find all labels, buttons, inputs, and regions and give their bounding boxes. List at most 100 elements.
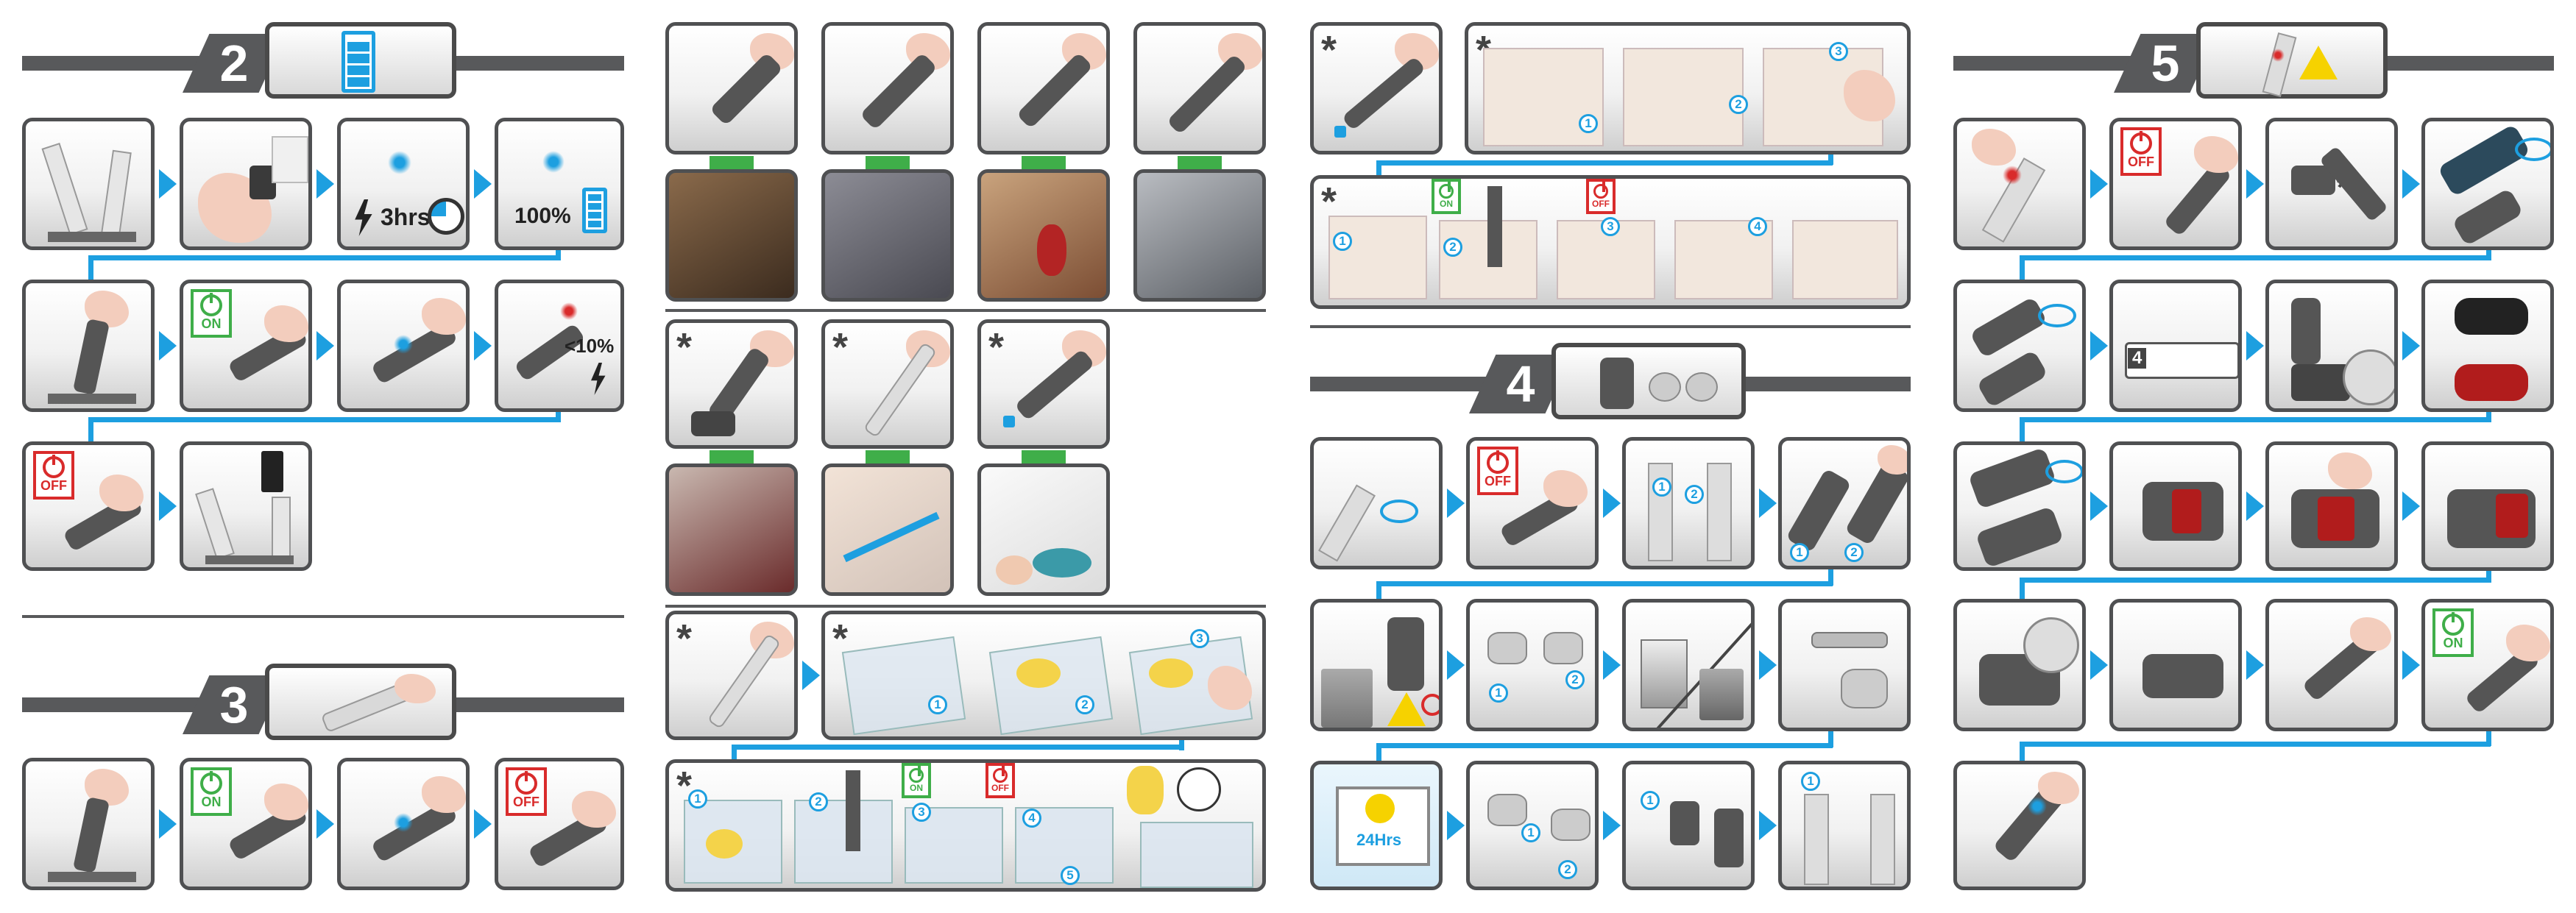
step-number: 1: [1333, 232, 1352, 251]
eye-icon: [2515, 138, 2550, 161]
indicator-light-icon: [388, 151, 411, 174]
flow-connector: [2486, 250, 2491, 260]
step-panel-insert-filter: 1: [1622, 761, 1755, 890]
accessory-panel-brush: [821, 22, 954, 154]
indicator-light-icon: [394, 813, 413, 832]
step-panel-bag-seal-sequence: * 1 ON 2 OFF 3 4: [1310, 175, 1911, 309]
flow-connector: [1376, 581, 1833, 586]
flow-connector: [2486, 571, 2491, 583]
optional-mark: *: [988, 325, 1005, 369]
step-arrow: [1447, 650, 1465, 680]
step-number: 5: [1061, 866, 1080, 885]
step-panel-plug-charger: [180, 118, 312, 250]
step-panel-switch-on: ON: [2421, 599, 2554, 731]
step-panel-inspect-tool: [1953, 280, 2086, 412]
power-on-indicator: ON: [191, 767, 232, 816]
section-divider: [665, 605, 1266, 608]
optional-mark: *: [832, 617, 849, 661]
step-arrow: [159, 491, 177, 521]
step-badge-count: 4: [2128, 348, 2147, 369]
full-charge-label: 100%: [514, 204, 571, 228]
step-panel-brush-head-closed: [2421, 441, 2554, 571]
flow-connector: [1179, 740, 1184, 750]
charge-time-label: 3hrs: [381, 204, 431, 230]
flow-connector: [2486, 731, 2491, 746]
flow-connector: [2486, 412, 2491, 422]
lightning-icon: [355, 199, 372, 236]
step-arrow: [1447, 489, 1465, 518]
step-arrow: [2090, 650, 2108, 680]
flow-connector: [732, 745, 737, 759]
step-number: 2: [1565, 670, 1585, 689]
flow-connector: [732, 745, 1183, 750]
step-panel-indicator-blue: [337, 280, 470, 412]
step-arrow: [2246, 491, 2264, 521]
eye-icon: [2038, 304, 2076, 327]
step-number: 3: [1829, 42, 1848, 61]
step-number: 1: [1489, 683, 1508, 703]
accessory-panel-motorized-brush: *: [665, 319, 798, 449]
step-panel-check-dust: [1310, 437, 1443, 569]
step-number: 3: [1190, 629, 1209, 648]
step-panel-inspect-blockage: [2421, 118, 2554, 250]
indicator-light-red-icon: [560, 302, 578, 320]
step-arrow: [316, 809, 334, 839]
step-panel-switch-off: OFF: [495, 758, 624, 890]
pairing-bar: [710, 156, 754, 171]
section-divider: [22, 615, 624, 618]
optional-mark: *: [676, 325, 693, 369]
step-arrow: [1447, 811, 1465, 840]
step-arrow: [316, 169, 334, 199]
step-panel-inspect-brush-head: [1953, 441, 2086, 571]
step-arrow: [1603, 650, 1621, 680]
flow-connector: [1376, 581, 1381, 599]
step-panel-low-battery: <10%: [495, 280, 624, 412]
step-panel-clear-filters: 4: [2109, 280, 2242, 412]
step-number: 1: [1790, 543, 1809, 562]
dry-time-label: 24Hrs: [1356, 831, 1402, 849]
flow-connector: [556, 412, 561, 422]
step-panel-switch-on: ON: [180, 280, 312, 412]
step-arrow: [1603, 489, 1621, 518]
step-panel-dry-24hrs: 24Hrs: [1310, 761, 1443, 890]
flow-connector: [1376, 743, 1833, 748]
flow-connector: [2020, 742, 2491, 747]
step-number: 3: [1601, 217, 1620, 236]
step-panel-refit-brush-bar: [1953, 599, 2086, 731]
step-panel-switch-on: ON: [180, 758, 312, 890]
step-arrow: [2402, 650, 2420, 680]
usage-photo-sofa: [1133, 169, 1266, 302]
step-arrow: [1759, 650, 1777, 680]
flow-connector: [1376, 743, 1381, 761]
step-panel-charge-time: 3hrs: [337, 118, 470, 250]
optional-mark: *: [1321, 28, 1337, 72]
step-panel-refit-filters: 1 2: [1466, 761, 1599, 890]
step-arrow: [159, 331, 177, 360]
pairing-bar: [1178, 156, 1222, 171]
step-panel-remove-filters: 1 2: [1466, 599, 1599, 731]
step-number: 4: [1748, 217, 1767, 236]
step-arrow: [474, 809, 492, 839]
step-number: 2: [809, 792, 828, 811]
power-off-indicator: OFF: [1477, 447, 1518, 495]
flow-connector: [88, 417, 559, 422]
step-number: 2: [1443, 238, 1462, 257]
optional-mark: *: [676, 764, 693, 808]
flow-connector: [2020, 417, 2025, 441]
step-panel-bag-open: * 1 2 3: [1465, 22, 1911, 154]
step-arrow: [802, 661, 820, 690]
power-off-indicator: OFF: [33, 451, 74, 500]
power-on-indicator: ON: [191, 289, 232, 338]
warning-icon: [2299, 46, 2338, 79]
pairing-bar: [1022, 156, 1066, 171]
accessory-panel-blower: *: [977, 319, 1110, 449]
usage-photo-vacuum-bag: [821, 463, 954, 596]
flow-connector: [88, 255, 93, 280]
step-panel-switch-off: OFF: [2109, 118, 2242, 250]
optional-mark: *: [832, 325, 849, 369]
step-number: 3: [912, 803, 931, 822]
step-arrow: [1759, 489, 1777, 518]
step-arrow: [159, 169, 177, 199]
step-number: 2: [1729, 95, 1748, 114]
step-arrow: [2402, 331, 2420, 360]
